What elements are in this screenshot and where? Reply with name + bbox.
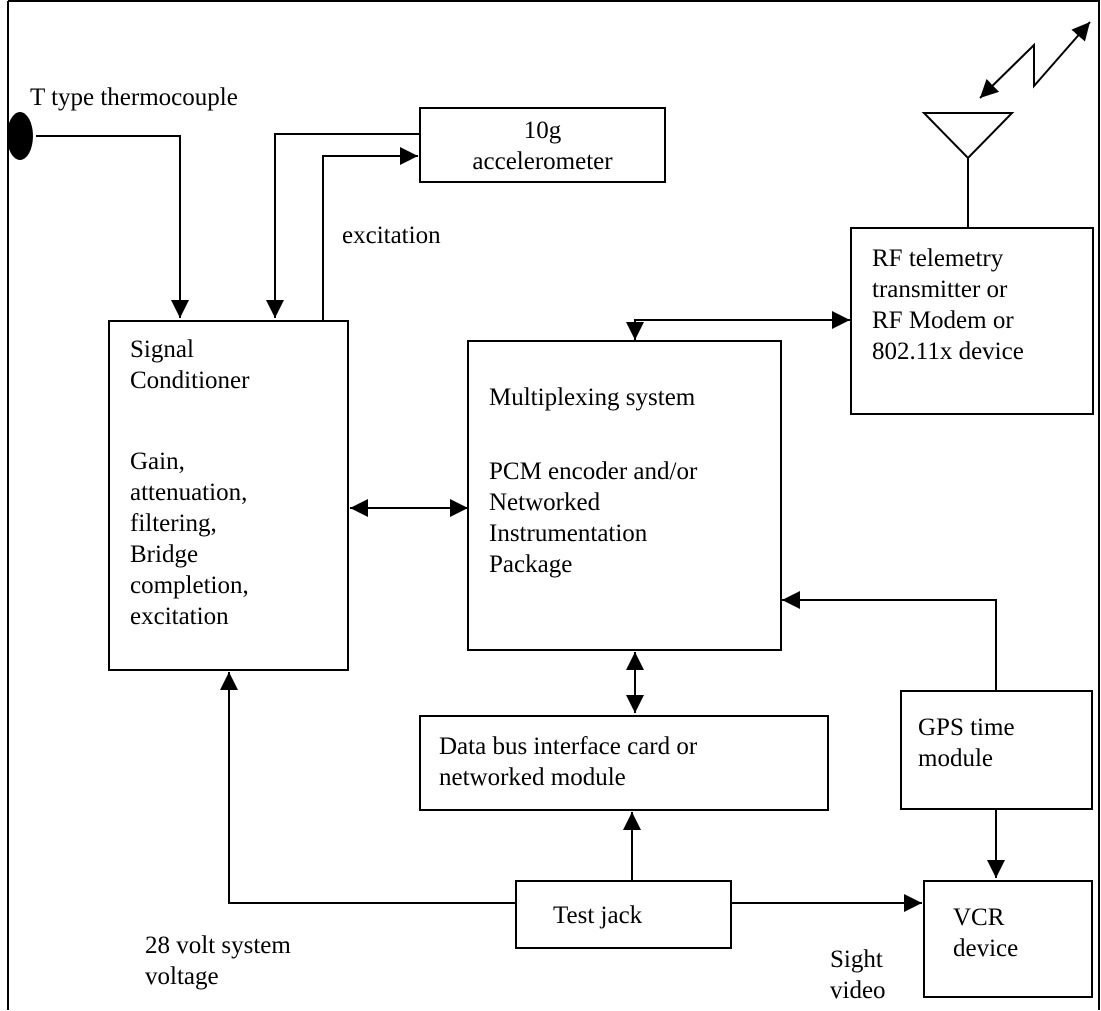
excitation-connector	[322, 147, 418, 320]
gps-mux-connector	[782, 591, 997, 690]
signal-conditioner-functions: Gain, attenuation, filtering, Bridge com…	[130, 448, 249, 630]
antenna-icon	[921, 112, 1015, 160]
signal-conditioner-block: Signal Conditioner Gain, attenuation, fi…	[108, 320, 349, 671]
wireless-link-icon	[979, 21, 1091, 99]
supply-voltage-label: 28 volt system voltage	[145, 932, 291, 990]
excitation-label: excitation	[342, 222, 441, 249]
mux-rf-connector	[626, 311, 850, 340]
supply-connector	[220, 672, 515, 904]
data-bus-label: Data bus interface card or networked mod…	[439, 733, 698, 791]
thermocouple-label: T type thermocouple	[30, 84, 238, 111]
multiplexing-title: Multiplexing system	[489, 384, 696, 411]
multiplexing-block: Multiplexing system PCM encoder and/or N…	[467, 340, 782, 651]
accelerometer-block: 10g accelerometer	[419, 107, 666, 183]
vcr-block: VCR device	[923, 880, 1093, 998]
test-jack-label: Test jack	[553, 902, 643, 929]
data-bus-block: Data bus interface card or networked mod…	[419, 715, 829, 811]
gps-block: GPS time module	[900, 690, 1093, 810]
accelerometer-output-connector	[266, 133, 420, 318]
rf-transmitter-block: RF telemetry transmitter or RF Modem or …	[850, 227, 1094, 415]
vcr-label: VCR device	[953, 904, 1019, 962]
test-jack-block: Test jack	[515, 880, 732, 949]
signal-conditioner-title: Signal Conditioner	[130, 336, 250, 394]
thermocouple-connector	[36, 135, 189, 318]
multiplexing-detail: PCM encoder and/or Networked Instrumenta…	[489, 458, 698, 578]
accelerometer-label: 10g accelerometer	[472, 117, 613, 175]
sight-video-label: Sight video	[830, 946, 886, 1004]
rf-transmitter-label: RF telemetry transmitter or RF Modem or …	[872, 245, 1024, 365]
gps-label: GPS time module	[918, 714, 1015, 772]
thermocouple-icon	[7, 112, 33, 160]
